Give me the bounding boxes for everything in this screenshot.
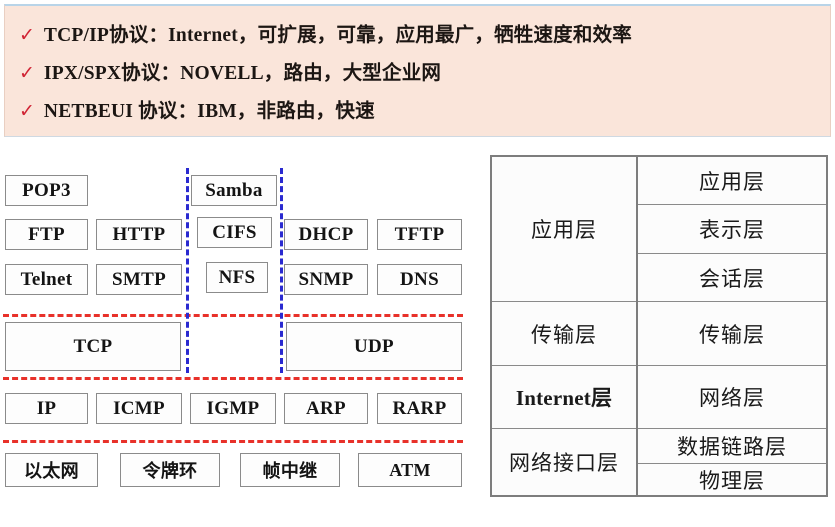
tcpip-protocol-stack-diagram: POP3 Samba FTP HTTP CIFS DHCP TFTP Telne… <box>0 145 478 527</box>
banner-text-netbeui: NETBEUI 协议：IBM，非路由，快速 <box>43 101 375 122</box>
protocol-box-tftp: TFTP <box>377 219 462 250</box>
layer-divider-application-transport <box>3 314 463 317</box>
osi-layer-physical: 物理层 <box>699 468 765 493</box>
protocol-box-dns: DNS <box>377 264 462 295</box>
banner-line-netbeui: ✓ NETBEUI 协议：IBM，非路由，快速 <box>19 94 830 132</box>
osi-layer-presentation: 表示层 <box>638 205 826 254</box>
layer-divider-internet-netinterface <box>3 440 463 443</box>
protocol-box-token-ring: 令牌环 <box>120 453 220 487</box>
check-icon: ✓ <box>19 100 35 122</box>
protocol-box-rarp: RARP <box>377 393 462 424</box>
banner-line-ipxspx: ✓ IPX/SPX协议：NOVELL，路由，大型企业网 <box>19 56 830 94</box>
tcpip-layer-application: 应用层 <box>492 157 636 302</box>
banner-text-ipxspx: IPX/SPX协议：NOVELL，路由，大型企业网 <box>43 63 442 84</box>
protocol-box-icmp: ICMP <box>96 393 182 424</box>
stack-divider-right-vertical <box>280 168 283 373</box>
protocol-box-udp: UDP <box>286 322 462 371</box>
layer-divider-transport-internet <box>3 377 463 380</box>
protocol-box-ftp: FTP <box>5 219 88 250</box>
protocol-box-ip: IP <box>5 393 88 424</box>
osi-layer-application: 应用层 <box>638 157 826 205</box>
protocol-box-http: HTTP <box>96 219 182 250</box>
check-icon: ✓ <box>19 62 35 84</box>
protocol-box-samba: Samba <box>191 175 277 206</box>
banner-line-tcpip: ✓ TCP/IP协议：Internet，可扩展，可靠，应用最广，牺牲速度和效率 <box>19 18 830 56</box>
protocol-box-igmp: IGMP <box>190 393 276 424</box>
tcpip-model-column: 应用层 传输层 Internet层 网络接口层 <box>492 157 638 495</box>
protocol-box-smtp: SMTP <box>96 264 182 295</box>
tcpip-layer-network-interface: 网络接口层 <box>509 451 619 475</box>
protocol-box-nfs: NFS <box>206 262 268 293</box>
osi-layer-transport: 传输层 <box>638 302 826 366</box>
osi-layer-session: 会话层 <box>638 254 826 302</box>
osi-model-column: 应用层 表示层 会话层 传输层 网络层 数据链路层 物理层 <box>638 157 826 495</box>
osi-layer-network: 网络层 <box>638 366 826 429</box>
stack-divider-left-vertical <box>186 168 189 373</box>
protocol-box-tcp: TCP <box>5 322 181 371</box>
protocol-box-atm: ATM <box>358 453 462 487</box>
osi-layer-data-link: 数据链路层 <box>638 429 826 464</box>
protocol-box-pop3: POP3 <box>5 175 88 206</box>
protocol-box-arp: ARP <box>284 393 368 424</box>
tcpip-layer-internet: Internet层 <box>492 366 636 429</box>
protocol-box-dhcp: DHCP <box>284 219 368 250</box>
check-icon: ✓ <box>19 24 35 46</box>
protocol-box-snmp: SNMP <box>284 264 368 295</box>
banner-text-tcpip: TCP/IP协议：Internet，可扩展，可靠，应用最广，牺牲速度和效率 <box>43 25 632 46</box>
tcpip-osi-comparison-table: 应用层 传输层 Internet层 网络接口层 应用层 表示层 会话层 传输层 … <box>490 155 828 497</box>
protocol-box-cifs: CIFS <box>197 217 272 248</box>
protocol-box-frame-relay: 帧中继 <box>240 453 340 487</box>
protocol-summary-banner: ✓ TCP/IP协议：Internet，可扩展，可靠，应用最广，牺牲速度和效率 … <box>4 4 831 137</box>
protocol-box-ethernet: 以太网 <box>5 453 98 487</box>
protocol-box-telnet: Telnet <box>5 264 88 295</box>
tcpip-layer-transport: 传输层 <box>492 302 636 366</box>
